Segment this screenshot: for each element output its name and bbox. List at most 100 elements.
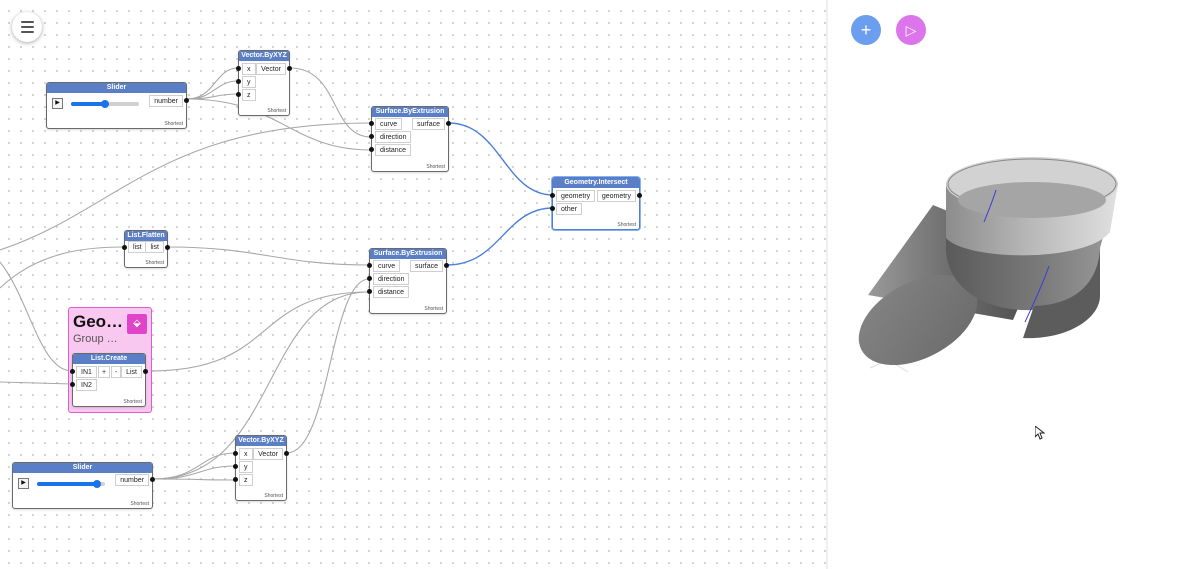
output-port-list[interactable]: list [145,241,164,253]
input-port-other[interactable]: other [556,203,582,215]
list-create-node[interactable]: List.Create IN1 IN2 + - List Shortest [70,353,148,407]
input-port-in1[interactable]: IN1 [76,366,97,378]
input-connector[interactable] [367,276,372,281]
slider-knob[interactable] [101,99,109,108]
node-title: List.Flatten [125,231,167,241]
wire-left-flatten [0,246,125,289]
output-connector[interactable] [165,245,170,250]
output-port-list[interactable]: List [121,366,142,378]
lacing-label: Shortest [130,501,149,507]
input-port-direction[interactable]: direction [375,131,412,143]
input-connector[interactable] [70,369,75,374]
wire-slider1-distance [186,98,372,151]
output-port-surface[interactable]: surface [410,260,443,272]
input-port-z[interactable]: z [239,474,253,486]
output-connector[interactable] [444,263,449,268]
add-input-button[interactable]: + [98,366,111,378]
wire-vector1-direction [289,67,372,138]
input-port-direction[interactable]: direction [373,273,410,285]
input-connector[interactable] [236,66,241,71]
output-port-vector[interactable]: Vector [253,448,283,460]
output-connector[interactable] [184,98,189,103]
output-connector[interactable] [284,451,289,456]
slider-node-1[interactable]: Slider ▶ number Shortest [46,82,189,129]
list-flatten-node[interactable]: List.Flatten list list Shortest [122,230,170,268]
input-connector[interactable] [369,134,374,139]
node-title: Surface.ByExtrusion [372,107,448,117]
lacing-label: Shortest [123,399,142,405]
input-connector[interactable] [550,206,555,211]
output-connector[interactable] [637,193,642,198]
output-connector[interactable] [287,66,292,71]
input-port-distance[interactable]: distance [373,286,410,298]
add-node-button[interactable]: + [851,15,881,45]
output-port-vector[interactable]: Vector [256,63,286,75]
input-connector[interactable] [236,79,241,84]
input-connector[interactable] [367,263,372,268]
output-connector[interactable] [446,121,451,126]
wire-vector2-direction2 [286,278,370,454]
wire-left-in1 [0,261,73,372]
wire-listcreate-distance2 [148,291,370,372]
input-connector[interactable] [369,121,374,126]
input-connector[interactable] [236,92,241,97]
node-title: Surface.ByExtrusion [370,249,446,259]
input-port-z[interactable]: z [242,89,256,101]
run-button[interactable]: ▷ [896,15,926,45]
output-connector[interactable] [143,369,148,374]
output-connector[interactable] [150,477,155,482]
input-port-geometry[interactable]: geometry [556,190,596,202]
input-connector[interactable] [70,382,75,387]
input-connector[interactable] [233,477,238,482]
node-title: Vector.ByXYZ [236,436,286,446]
input-port-list[interactable]: list [128,241,147,253]
wire-slider2-z [152,478,236,481]
input-port-x[interactable]: x [239,448,253,460]
input-connector[interactable] [233,464,238,469]
input-connector[interactable] [367,289,372,294]
output-port-number[interactable]: number [115,474,149,486]
3d-viewport[interactable] [828,0,1200,569]
slider-track[interactable] [71,99,139,108]
input-port-y[interactable]: y [242,76,256,88]
input-port-curve[interactable]: curve [373,260,401,272]
lacing-label: Shortest [267,108,286,114]
input-port-distance[interactable]: distance [375,144,412,156]
vector-byxyz-node-2[interactable]: Vector.ByXYZ x y z Vector Shortest [233,435,289,501]
output-port-number[interactable]: number [149,95,183,107]
panel-divider[interactable] [826,0,828,569]
input-port-curve[interactable]: curve [375,118,403,130]
input-connector[interactable] [369,147,374,152]
geometry-preview [858,157,1118,373]
slider-node-2[interactable]: Slider ▶ number Shortest [12,462,155,509]
slider-track[interactable] [37,479,105,488]
vector-byxyz-node-1[interactable]: Vector.ByXYZ x y z Vector Shortest [236,50,292,116]
input-connector[interactable] [122,245,127,250]
lacing-label: Shortest [426,164,445,170]
graph-canvas[interactable]: Slider ▶ number Shortest Vector.ByXYZ x … [0,0,826,569]
play-button[interactable]: ▶ [18,478,29,489]
surface-byextrusion-node-2[interactable]: Surface.ByExtrusion curve direction dist… [367,248,449,314]
input-port-x[interactable]: x [242,63,256,75]
output-port-geometry[interactable]: geometry [596,190,636,202]
geometry-intersect-node[interactable]: Geometry.Intersect geometry other geomet… [550,177,642,230]
input-connector[interactable] [550,193,555,198]
menu-button[interactable] [12,12,42,42]
paint-bucket-icon[interactable]: ⬙ [127,314,147,334]
remove-input-button[interactable]: - [111,366,122,378]
play-button[interactable]: ▶ [52,98,63,109]
input-port-in2[interactable]: IN2 [76,379,97,391]
group-title[interactable]: Geo… [73,312,124,331]
input-connector[interactable] [233,451,238,456]
node-title: Geometry.Intersect [553,178,639,188]
wire-left-in2 [0,381,73,385]
slider-knob[interactable] [92,479,101,488]
wire-slider2-x [152,452,236,480]
output-port-surface[interactable]: surface [412,118,445,130]
wire-slider2-distance2 [152,291,370,480]
input-port-y[interactable]: y [239,461,253,473]
lacing-label: Shortest [617,222,636,228]
node-title: Slider [13,463,152,473]
wire-layer [0,67,554,481]
surface-byextrusion-node-1[interactable]: Surface.ByExtrusion curve direction dist… [369,106,451,172]
